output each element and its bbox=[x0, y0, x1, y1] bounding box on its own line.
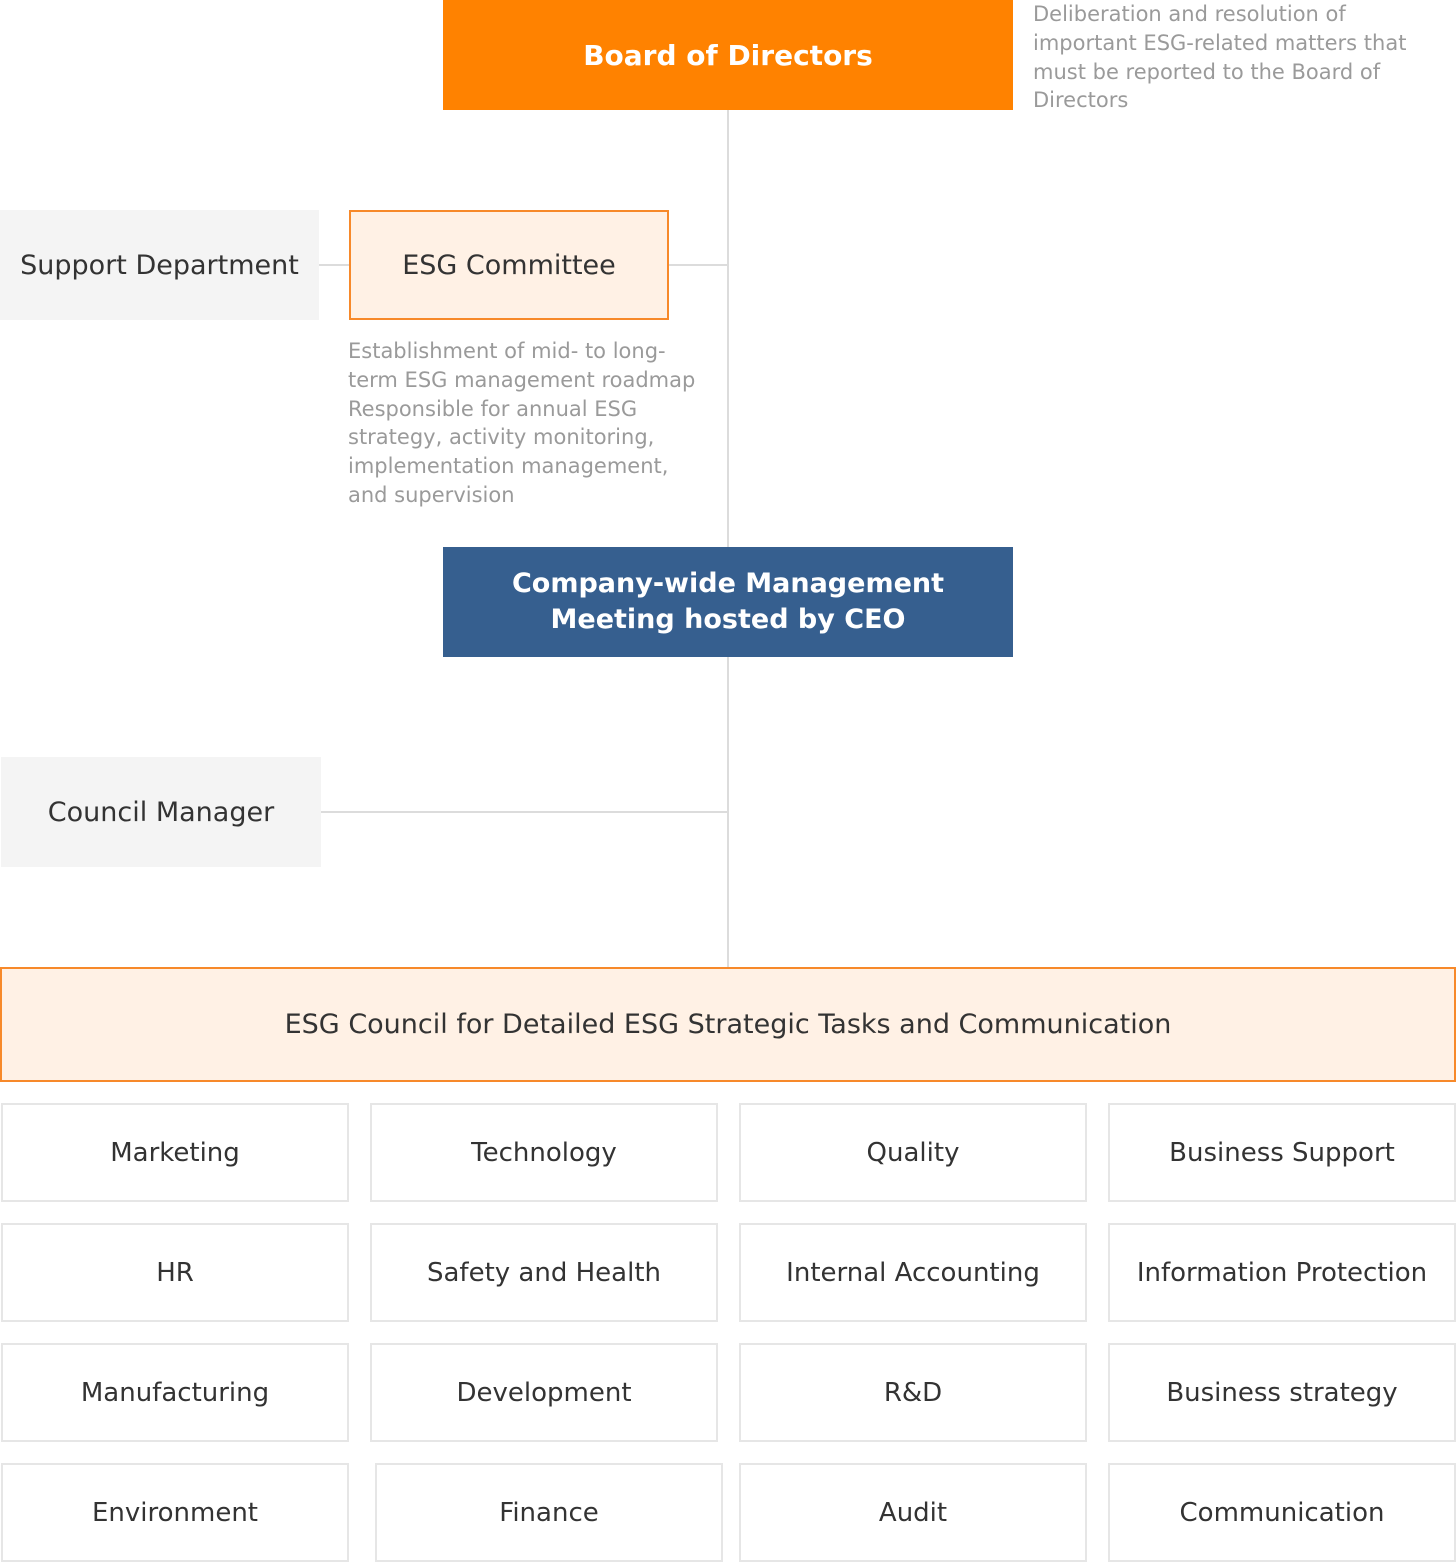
department-box: Safety and Health bbox=[370, 1223, 718, 1322]
department-label: Internal Accounting bbox=[786, 1257, 1040, 1288]
department-label: Manufacturing bbox=[80, 1377, 270, 1408]
council-manager-connector bbox=[321, 811, 727, 813]
esg-committee-note: Establishment of mid- to long-term ESG m… bbox=[348, 339, 696, 507]
department-label: Communication bbox=[1179, 1497, 1385, 1528]
board-of-directors-box: Board of Directors bbox=[443, 0, 1013, 110]
department-box: HR bbox=[1, 1223, 349, 1322]
esg-committee-box: ESG Committee bbox=[349, 210, 669, 320]
board-of-directors-label: Board of Directors bbox=[583, 38, 873, 72]
esg-council-label: ESG Council for Detailed ESG Strategic T… bbox=[284, 1009, 1172, 1040]
department-box: Communication bbox=[1108, 1463, 1456, 1562]
department-label: Business Support bbox=[1169, 1137, 1395, 1168]
department-label: R&D bbox=[883, 1377, 943, 1408]
department-box: Environment bbox=[1, 1463, 349, 1562]
council-manager-label: Council Manager bbox=[47, 796, 275, 828]
department-box: Finance bbox=[375, 1463, 723, 1562]
main-vertical-connector bbox=[727, 110, 729, 967]
council-manager-box: Council Manager bbox=[1, 757, 321, 867]
department-label: Environment bbox=[91, 1497, 259, 1528]
department-box: Internal Accounting bbox=[739, 1223, 1087, 1322]
ceo-meeting-line-2: Meeting hosted by CEO bbox=[550, 604, 906, 635]
board-of-directors-note: Deliberation and resolution of important… bbox=[1033, 2, 1407, 113]
department-label: Audit bbox=[878, 1497, 948, 1528]
department-label: Marketing bbox=[110, 1137, 240, 1168]
ceo-management-meeting-box: Company-wide Management Meeting hosted b… bbox=[443, 547, 1013, 657]
department-label: Safety and Health bbox=[427, 1257, 661, 1288]
department-box: Business strategy bbox=[1108, 1343, 1456, 1442]
department-box: Marketing bbox=[1, 1103, 349, 1202]
department-box: Audit bbox=[739, 1463, 1087, 1562]
department-box: Information Protection bbox=[1108, 1223, 1456, 1322]
department-label: Quality bbox=[866, 1137, 960, 1168]
committee-connector bbox=[669, 264, 727, 266]
department-label: Development bbox=[456, 1377, 632, 1408]
department-label: Business strategy bbox=[1166, 1377, 1398, 1408]
department-label: Finance bbox=[499, 1497, 599, 1528]
esg-council-box: ESG Council for Detailed ESG Strategic T… bbox=[0, 967, 1456, 1082]
department-box: Development bbox=[370, 1343, 718, 1442]
department-label: Technology bbox=[471, 1137, 617, 1168]
department-box: R&D bbox=[739, 1343, 1087, 1442]
department-label: Information Protection bbox=[1136, 1257, 1428, 1288]
support-department-label: Support Department bbox=[20, 249, 299, 281]
ceo-meeting-line-1: Company-wide Management bbox=[511, 568, 945, 599]
department-box: Business Support bbox=[1108, 1103, 1456, 1202]
department-box: Manufacturing bbox=[1, 1343, 349, 1442]
esg-committee-label: ESG Committee bbox=[402, 249, 616, 281]
support-connector bbox=[319, 264, 349, 266]
support-department-box: Support Department bbox=[0, 210, 319, 320]
department-box: Quality bbox=[739, 1103, 1087, 1202]
department-label: HR bbox=[156, 1257, 194, 1288]
department-box: Technology bbox=[370, 1103, 718, 1202]
